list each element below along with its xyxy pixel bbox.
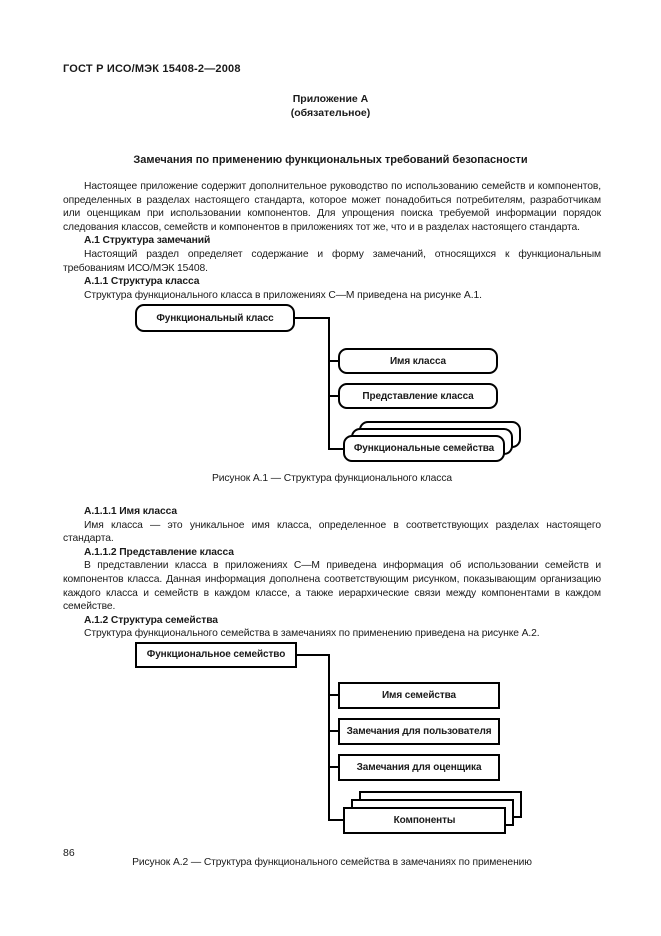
annex-status: (обязательное): [290, 106, 371, 119]
fig1-root-label: Функциональный класс: [156, 312, 274, 324]
content-column: Настоящее приложение содержит дополнител…: [63, 180, 601, 869]
heading-a1: А.1 Структура замечаний: [84, 235, 211, 247]
figure-a1-caption: Рисунок А.1 — Структура функционального …: [211, 473, 453, 485]
heading-a111: А.1.1.1 Имя класса: [84, 505, 177, 517]
annex-heading: Приложение А (обязательное): [0, 93, 661, 120]
fig1-root-box: Функциональный класс: [135, 304, 295, 333]
figure-a1-diagram: Функциональный класс Имя класса Представ…: [63, 302, 601, 466]
heading-a112: А.1.1.2 Представление класса: [84, 546, 234, 558]
heading-a12: А.1.2 Структура семейства: [84, 614, 218, 626]
fig2-connector-branch-4: [328, 818, 345, 821]
paragraph-a11: Структура функционального класса в прило…: [84, 289, 482, 301]
fig2-child-box-user-notes: Замечания для пользователя: [338, 717, 500, 745]
fig1-connector-trunk: [328, 317, 330, 451]
fig1-connector-branch-1: [328, 360, 340, 363]
fig2-root-label: Функциональное семейство: [146, 649, 286, 661]
fig2-child-box-evaluator-notes: Замечания для оценщика: [338, 753, 500, 781]
fig1-child-box-presentation: Представление класса: [338, 383, 498, 410]
fig2-root-box: Функциональное семейство: [135, 641, 297, 668]
heading-a11: А.1.1 Структура класса: [84, 276, 200, 288]
standard-designation: ГОСТ Р ИСО/МЭК 15408-2—2008: [63, 63, 241, 75]
annex-title: Замечания по применению функциональных т…: [133, 154, 528, 166]
fig1-child-box-families: Функциональные семейства: [343, 435, 505, 463]
fig2-connector-branch-2: [328, 729, 340, 732]
fig1-connector-branch-3: [328, 448, 345, 451]
page-number: 86: [63, 847, 75, 859]
paragraph-a12: Структура функционального семейства в за…: [84, 628, 540, 640]
fig2-connector-root: [297, 653, 330, 656]
fig2-connector-trunk: [328, 653, 330, 821]
paragraph-a111: Имя класса — это уникальное имя класса, …: [63, 519, 601, 545]
fig1-child-box-name: Имя класса: [338, 348, 498, 375]
paragraph-a112: В представлении класса в приложениях С—М…: [63, 560, 601, 613]
fig2-child-box-components: Компоненты: [343, 806, 506, 834]
fig2-connector-branch-3: [328, 765, 340, 768]
paragraph-intro: Настоящее приложение содержит дополнител…: [63, 181, 601, 233]
fig2-child-box-family-name: Имя семейства: [338, 681, 500, 709]
figure-a2-caption: Рисунок А.2 — Структура функционального …: [132, 856, 532, 868]
fig2-connector-branch-1: [328, 693, 340, 696]
paragraph-a1: Настоящий раздел определяет содержание и…: [63, 248, 601, 274]
figure-a2-diagram: Функциональное семейство Имя семейства З…: [63, 641, 601, 837]
fig1-connector-root: [295, 317, 330, 320]
annex-label: Приложение А: [292, 93, 369, 105]
fig1-connector-branch-2: [328, 395, 340, 398]
